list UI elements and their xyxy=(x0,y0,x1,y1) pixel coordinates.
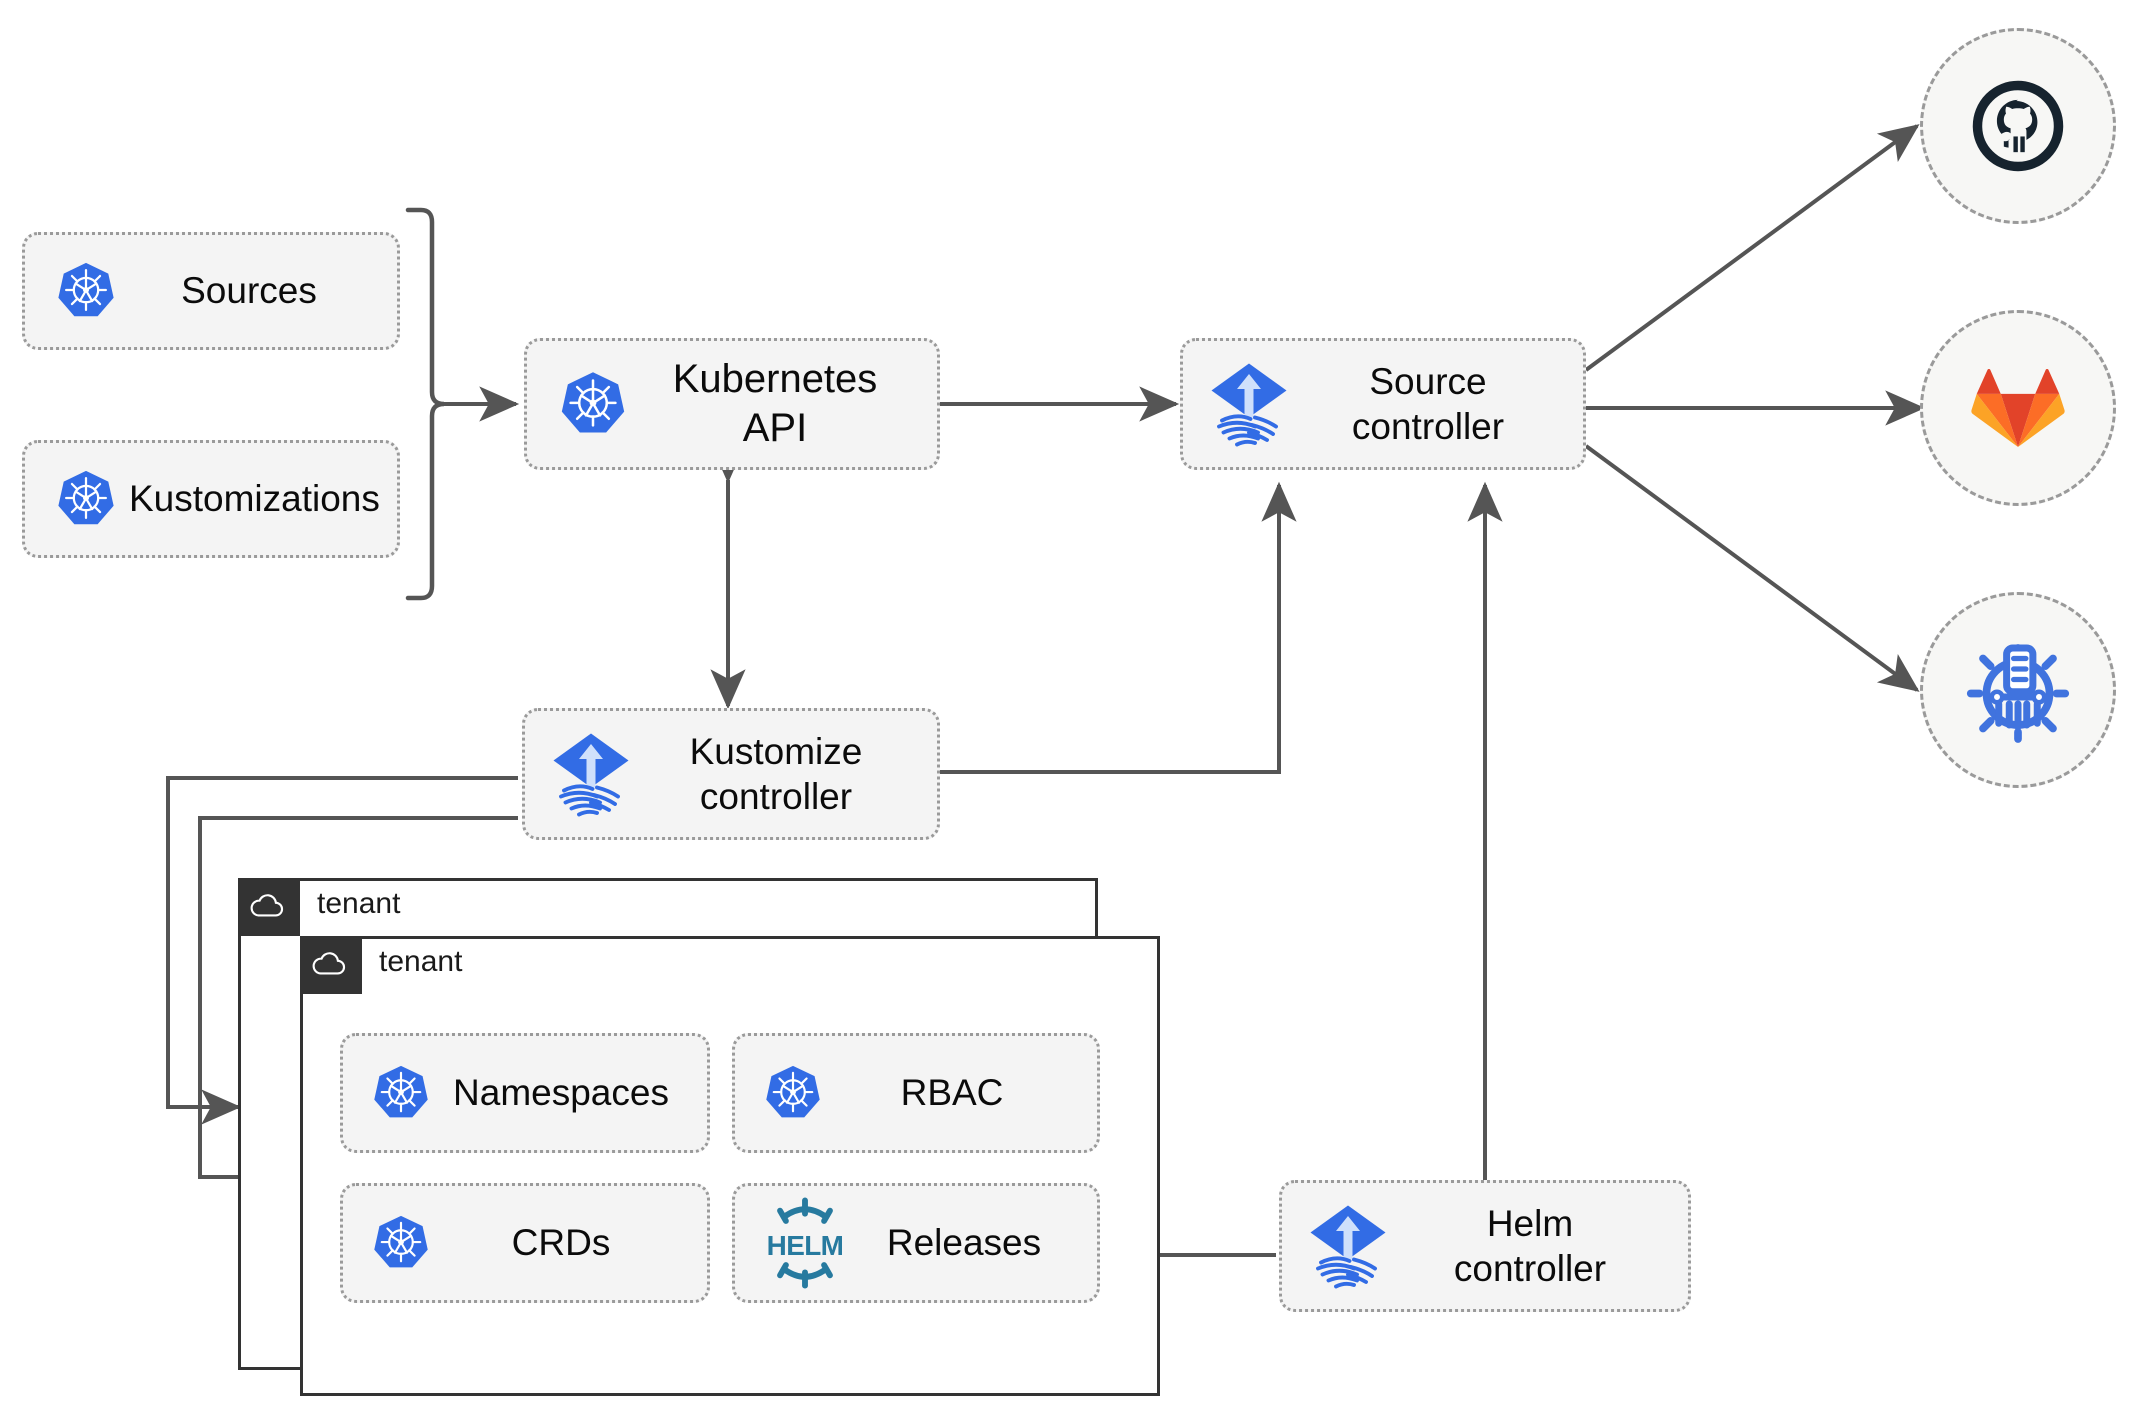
resource-box-sources[interactable]: Sources xyxy=(22,232,400,350)
resource-label: Kustomizations xyxy=(129,478,380,520)
helm-controller-node[interactable]: Helm controller xyxy=(1279,1180,1691,1312)
node-label: Source controller xyxy=(1351,360,1505,447)
node-label: Kubernetes API xyxy=(672,357,878,450)
cell-label: Namespaces xyxy=(453,1072,669,1114)
flux-icon xyxy=(1197,356,1301,452)
flux-icon xyxy=(539,726,643,822)
kubernetes-icon xyxy=(43,260,129,322)
node-label: Helm controller xyxy=(1453,1202,1607,1289)
cloud-icon xyxy=(238,894,296,920)
provider-github[interactable] xyxy=(1920,28,2116,224)
kubernetes-api-node[interactable]: Kubernetes API xyxy=(524,338,940,470)
cell-label: CRDs xyxy=(511,1222,611,1264)
node-label: Kustomize controller xyxy=(689,730,863,817)
cloud-icon xyxy=(300,952,358,978)
provider-gitlab[interactable] xyxy=(1920,310,2116,506)
tenant-resource-rbac[interactable]: RBAC xyxy=(732,1033,1100,1153)
tenant-label: tenant xyxy=(317,887,401,920)
gitlab-icon xyxy=(1971,369,2065,447)
tenant-resource-crds[interactable]: CRDs xyxy=(340,1183,710,1303)
resource-box-kustomizations[interactable]: Kustomizations xyxy=(22,440,400,558)
tenant-tab xyxy=(300,936,362,994)
cell-label: RBAC xyxy=(900,1072,1004,1114)
tenant-box-front[interactable]: tenant xyxy=(300,936,1160,1396)
kubernetes-icon xyxy=(751,1063,835,1123)
kubernetes-icon xyxy=(43,468,129,530)
tenant-tab xyxy=(238,878,300,936)
tenant-resource-releases[interactable]: HELM Releases xyxy=(732,1183,1100,1303)
helm-icon: HELM xyxy=(751,1196,859,1290)
kubernetes-icon xyxy=(359,1213,443,1273)
provider-registry[interactable] xyxy=(1920,592,2116,788)
tenant-resource-namespaces[interactable]: Namespaces xyxy=(340,1033,710,1153)
source-controller-node[interactable]: Source controller xyxy=(1180,338,1586,470)
svg-text:HELM: HELM xyxy=(767,1230,844,1261)
kubernetes-icon xyxy=(543,369,643,439)
kustomize-controller-node[interactable]: Kustomize controller xyxy=(522,708,940,840)
resource-label: Sources xyxy=(181,270,317,312)
tenant-label: tenant xyxy=(379,945,463,978)
kubernetes-icon xyxy=(359,1063,443,1123)
github-icon xyxy=(1972,80,2064,172)
helm-repository-icon xyxy=(1966,644,2070,743)
flux-icon xyxy=(1296,1198,1400,1294)
cell-label: Releases xyxy=(886,1222,1042,1264)
